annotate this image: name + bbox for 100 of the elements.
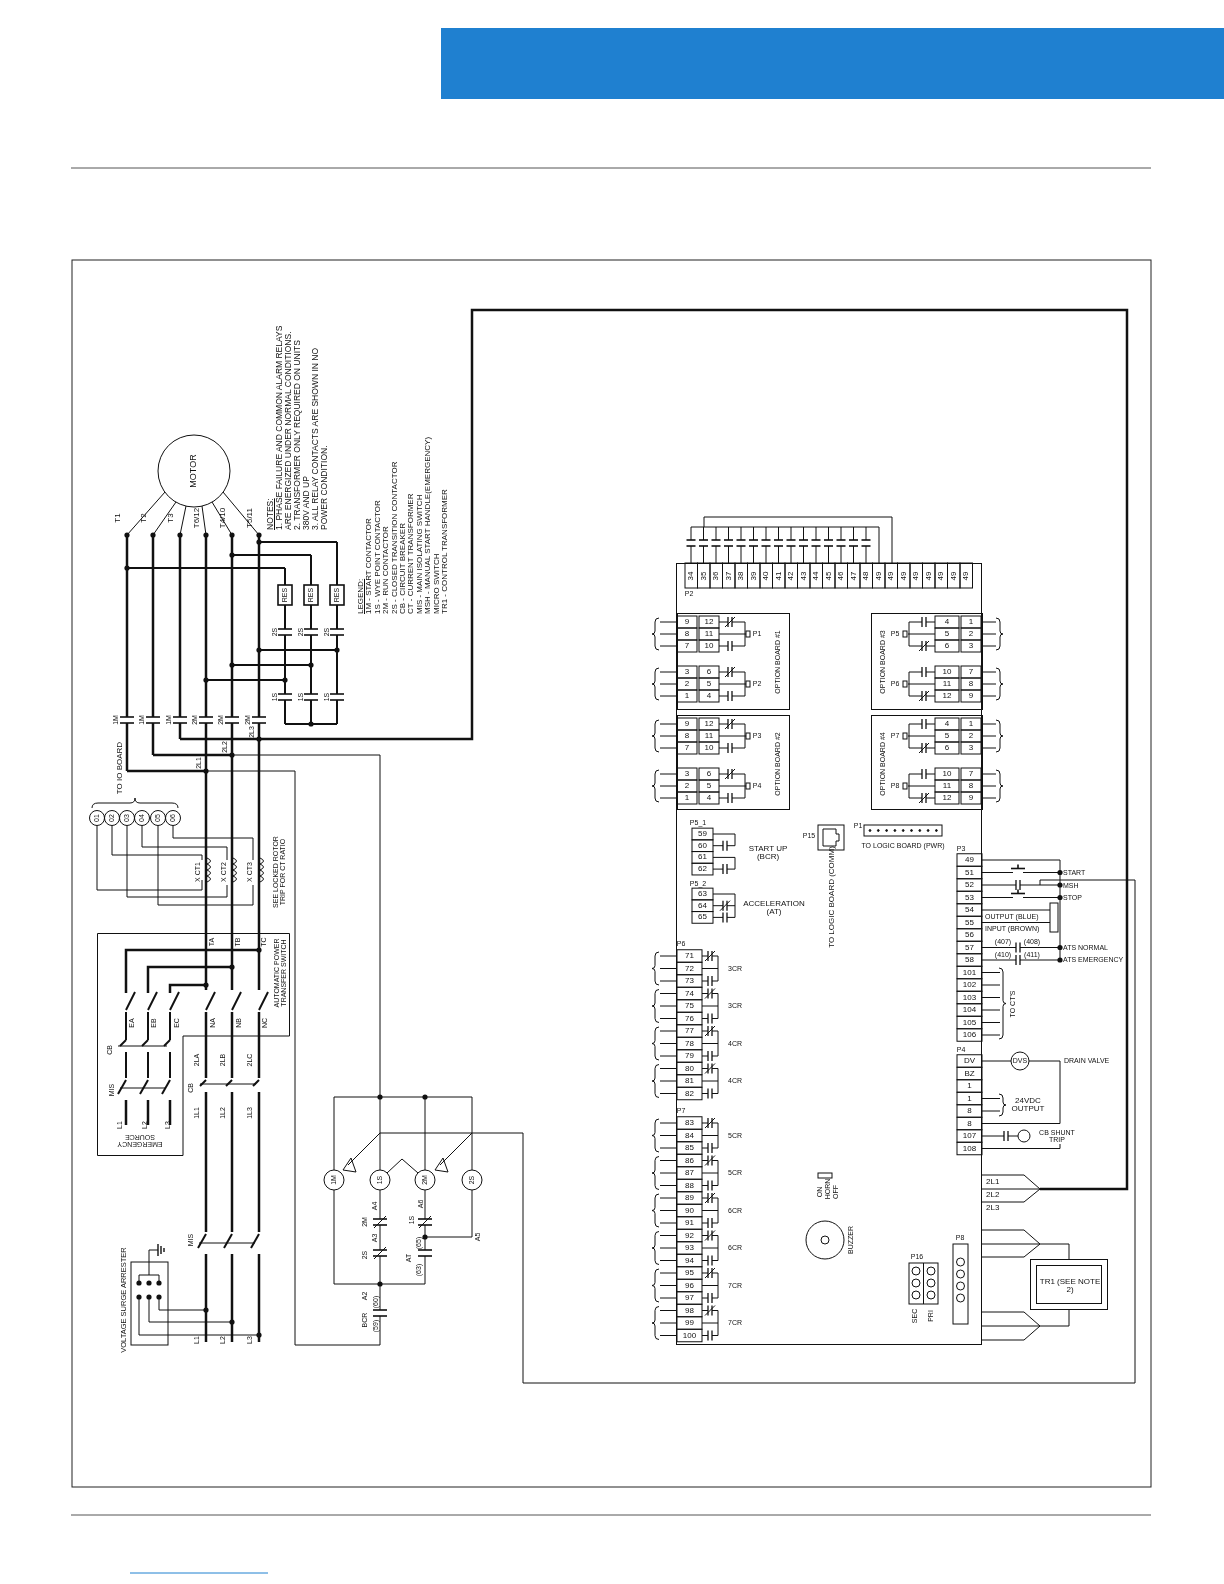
terminal-number: 10	[942, 667, 952, 677]
terminal-number: 8	[968, 679, 974, 689]
terminal-number: 76	[685, 1014, 694, 1023]
terminal-number: 44	[811, 571, 821, 581]
terminal-number: BZ	[964, 1069, 975, 1078]
terminal-number: 3	[968, 641, 974, 651]
note-text: 1. PHASE FAILURE AND COMMON ALARM RELAYS ARE ENERGIZED UNDER NORMAL CONDITIONS.	[274, 325, 293, 530]
terminal-label: T4/10	[218, 507, 228, 529]
note-text: 3. ALL RELAY CONTACTS ARE SHOWN IN NO POWER CONDITION.	[310, 347, 329, 530]
terminal-number: 49	[899, 571, 908, 581]
terminal-number: 11	[942, 781, 952, 791]
terminal-number: 2	[684, 781, 690, 791]
wire-label: 2L2	[986, 1190, 1000, 1200]
terminal-number: 9	[684, 719, 690, 729]
terminal-number: 1	[967, 1081, 972, 1091]
terminal-number: 35	[699, 571, 708, 581]
legend-heading: LEGEND:	[357, 577, 366, 614]
terminal-number: 12	[704, 719, 714, 729]
terminal-number: 99	[685, 1318, 694, 1328]
terminal-number: 59	[698, 829, 707, 839]
connector-line	[981, 1243, 1070, 1260]
legend-entry: 1M - START CONTACTOR	[365, 517, 374, 614]
terminal-number: 79	[685, 1051, 694, 1061]
function-label: 24VDC OUTPUT	[1010, 1096, 1046, 1114]
terminal-number: 92	[685, 1231, 694, 1240]
terminal-number: 95	[685, 1268, 694, 1278]
terminal-number: 41	[774, 571, 783, 581]
terminal-number: 72	[685, 964, 694, 973]
terminal-number: 54	[965, 905, 974, 915]
terminal-number: 88	[685, 1181, 694, 1190]
terminal-number: 57	[965, 943, 974, 952]
terminal-number: 1	[968, 719, 974, 729]
terminal-number: 94	[685, 1256, 694, 1265]
option-board	[871, 715, 983, 810]
legend-entry: MIS - MAIN ISOLATING SWITCH	[415, 493, 425, 614]
terminal-number: 45	[824, 571, 833, 581]
terminal-number: 103	[962, 993, 977, 1002]
terminal-number: 38	[736, 571, 746, 581]
terminal-number: 80	[685, 1064, 694, 1073]
terminal-number: 83	[685, 1118, 694, 1128]
terminal-number: 5	[706, 679, 712, 689]
terminal-number: 8	[684, 731, 690, 741]
terminal-number: 61	[698, 853, 707, 862]
terminal-label: T3	[166, 513, 176, 523]
terminal-number: 6	[944, 641, 950, 651]
terminal-number: 86	[685, 1156, 694, 1165]
terminal-number: 39	[749, 571, 758, 581]
terminal-number: 6	[944, 743, 950, 753]
terminal-number: 107	[962, 1131, 977, 1141]
terminal-number: 49	[961, 571, 971, 581]
terminal-number: 10	[942, 769, 952, 779]
terminal-number: 1	[684, 691, 690, 701]
terminal-number: 56	[965, 930, 974, 940]
terminal-number: 96	[685, 1281, 694, 1290]
terminal-number: 40	[761, 571, 771, 581]
terminal-number: 6	[706, 667, 712, 677]
terminal-number: 37	[724, 571, 733, 581]
terminal-number: 48	[861, 571, 871, 581]
terminal-number: 104	[962, 1005, 977, 1015]
terminal-number: 58	[965, 955, 974, 965]
terminal-number: 6	[706, 769, 712, 779]
terminal-number: 105	[962, 1018, 977, 1027]
terminal-number: 3	[968, 743, 974, 753]
terminal-number: 12	[942, 793, 952, 803]
terminal-number: 12	[704, 617, 714, 627]
connector-line	[981, 1309, 1070, 1327]
terminal-label: T2	[139, 513, 149, 523]
terminal-number: 4	[944, 617, 950, 627]
terminal-number: 49	[911, 571, 921, 581]
terminal-number: 51	[965, 868, 974, 877]
terminal-number: 74	[685, 989, 694, 998]
legend-entry: 1S - WYE POINT CONTACTOR	[373, 499, 383, 614]
terminal-number: 4	[706, 691, 712, 701]
terminal-number: 49	[874, 571, 883, 581]
terminal-number: 8	[684, 629, 690, 639]
terminal-number: 3	[684, 667, 690, 677]
terminal-number: 8	[967, 1106, 972, 1116]
terminal-number: 49	[936, 571, 946, 581]
terminal-number: 49	[965, 855, 974, 865]
terminal-number: 98	[685, 1306, 694, 1315]
terminal-number: 1	[968, 617, 974, 627]
terminal-number: DV	[963, 1056, 976, 1066]
terminal-number: 12	[942, 691, 952, 701]
terminal-label: T6/12	[192, 507, 202, 529]
notes-heading: NOTES:	[266, 497, 275, 530]
terminal-number: 89	[685, 1193, 694, 1203]
function-label: TO LOGIC BOARD (COMM)	[827, 846, 837, 948]
terminal-number: 62	[698, 864, 707, 874]
terminal-number: 64	[698, 901, 707, 910]
terminal-number: 85	[685, 1143, 694, 1153]
legend-entry: TR1 - CONTROL TRANSFORMER	[440, 488, 450, 614]
terminal-number: 10	[704, 743, 714, 753]
terminal-number: 101	[962, 968, 977, 977]
terminal-number: 42	[786, 571, 796, 581]
terminal-number: 77	[685, 1026, 694, 1036]
transformer-box	[1030, 1259, 1108, 1310]
note-text: 2. TRANSFORMER ONLY REQUIRED ON UNITS 380V AND UP	[292, 339, 311, 530]
terminal-number: 49	[924, 571, 933, 581]
terminal-number: 91	[685, 1218, 694, 1228]
option-board	[677, 715, 790, 810]
